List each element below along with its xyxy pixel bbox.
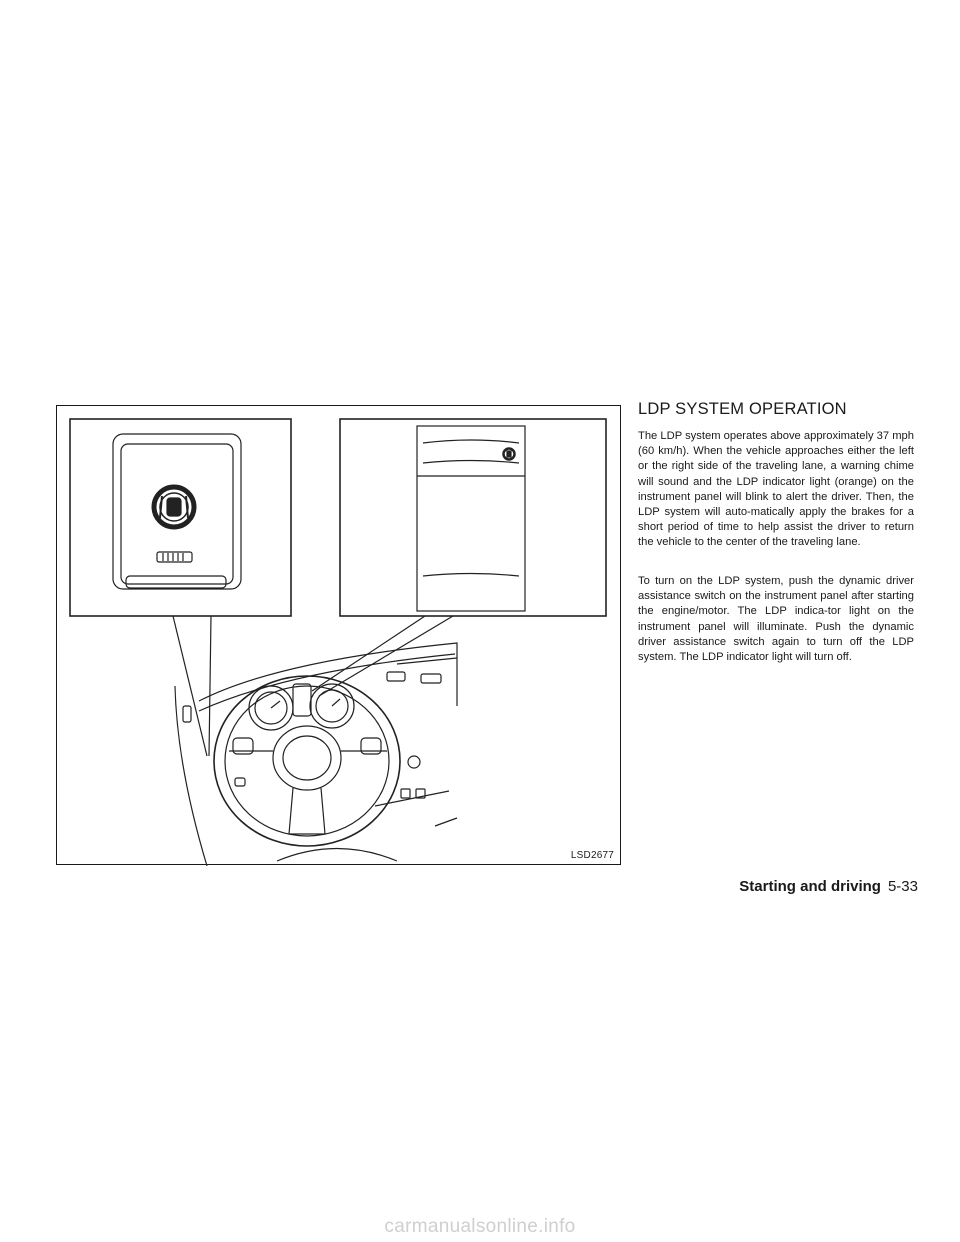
- switch-closeup-inset: [69, 418, 292, 617]
- page-footer: Starting and driving 5-33: [739, 878, 918, 895]
- page-number: 5-33: [887, 878, 918, 895]
- figure-code: LSD2677: [570, 850, 614, 861]
- paragraph-turn-on: To turn on the LDP system, push the dyna…: [638, 575, 914, 664]
- section-heading: LDP SYSTEM OPERATION: [638, 400, 847, 418]
- ldp-switch-icon: [151, 484, 197, 530]
- switch-indicator-slots: [156, 551, 193, 563]
- paragraph-operation: The LDP system operates above approximat…: [638, 430, 914, 549]
- footer-section-title: Starting and driving: [739, 878, 881, 895]
- gauge-cluster: [248, 683, 355, 731]
- dashboard-illustration: [69, 418, 607, 866]
- instrument-panel-inset: [339, 418, 607, 617]
- ldp-indicator-icon: [502, 447, 516, 461]
- dashboard-drawing: [174, 642, 458, 866]
- watermark: carmanualsonline.info: [384, 1216, 576, 1237]
- illustration-figure: LSD2677: [56, 405, 621, 866]
- steering-wheel: [213, 675, 401, 847]
